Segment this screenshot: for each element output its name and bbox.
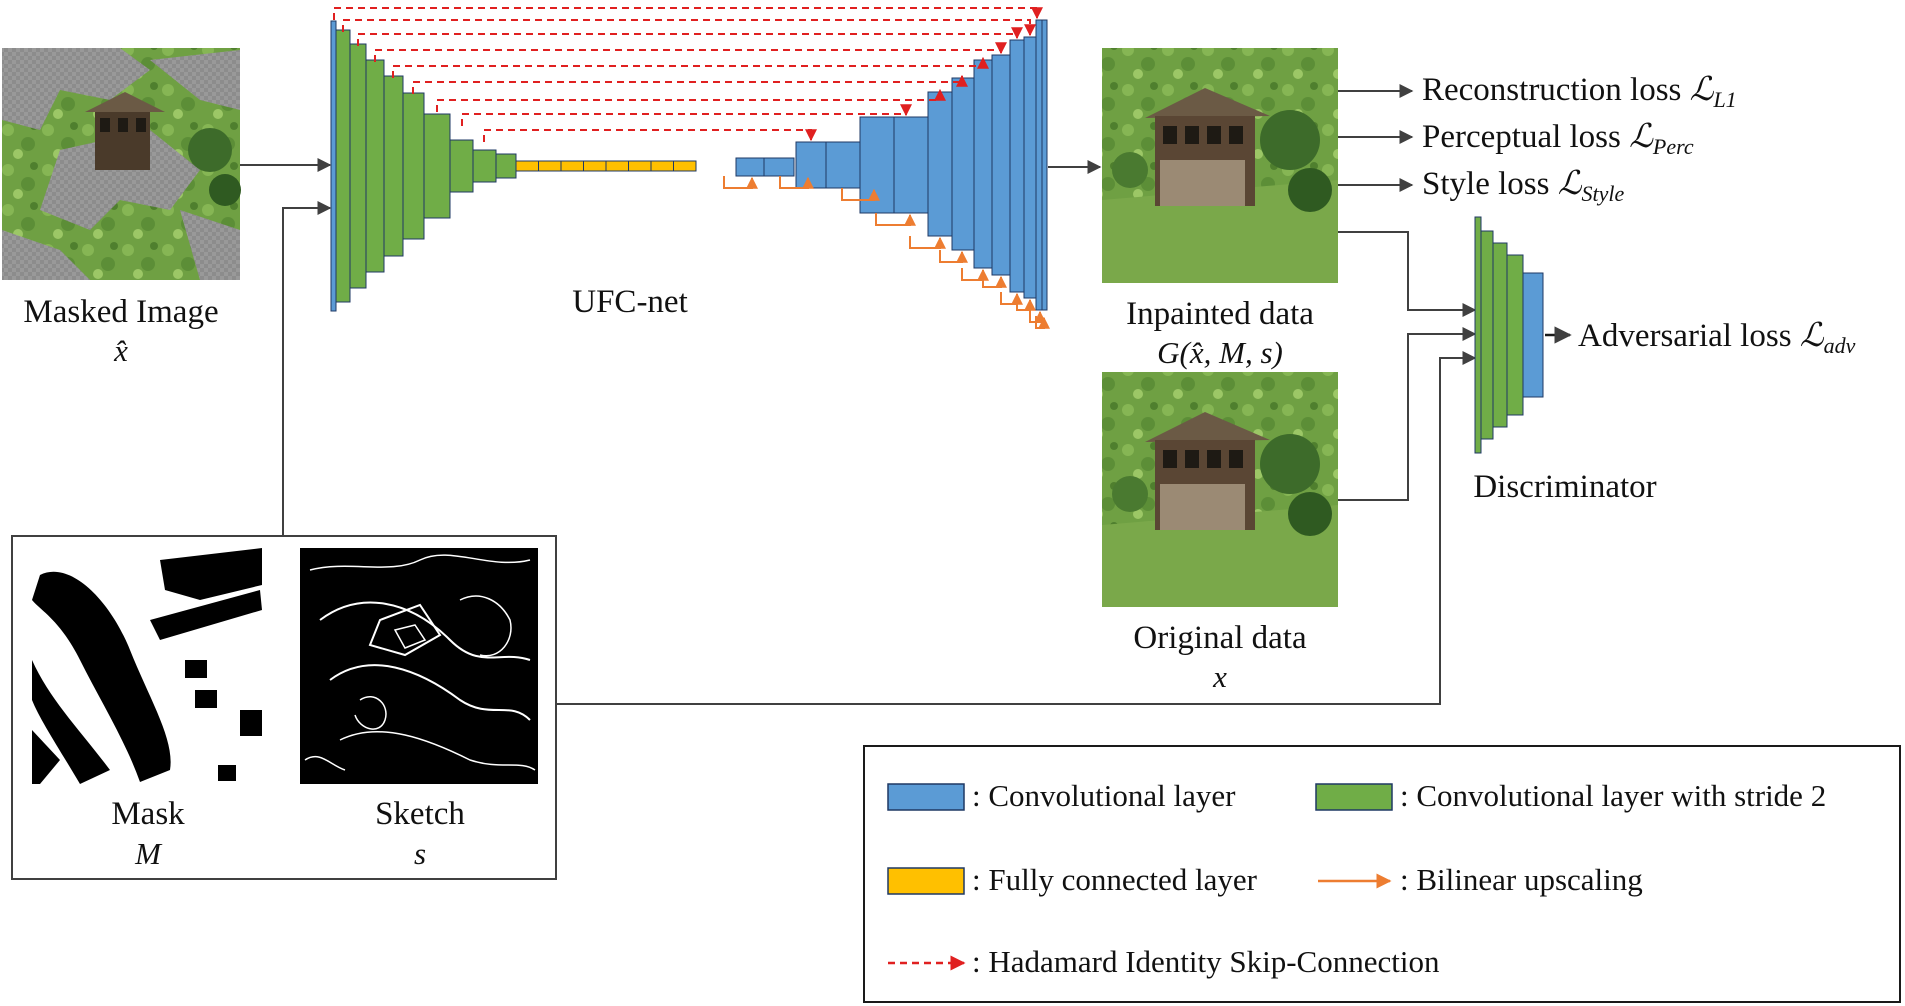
inpainted-symbol: G(x̂, M, s) (1157, 335, 1283, 370)
fully-connected-layer (583, 160, 607, 172)
reconstruction-loss-label: Reconstruction loss ℒL1 (1422, 72, 1737, 112)
encoder-stride2-layer (423, 113, 451, 219)
decoder-conv-layer (927, 91, 953, 237)
encoder-stride2-layer (472, 149, 497, 183)
legend-conv-stride2-swatch (1315, 783, 1393, 811)
inpainted-image (1102, 48, 1338, 283)
legend-skip-label: : Hadamard Identity Skip-Connection (972, 944, 1440, 979)
mask-image (27, 548, 267, 784)
bilinear-upscale-arrow (723, 176, 758, 189)
ufc-net-label: UFC-net (572, 284, 688, 320)
fully-connected-layer (605, 160, 629, 172)
encoder-stride2-layer (402, 92, 425, 240)
bilinear-upscale-arrow (909, 236, 946, 249)
encoder-input-layer (330, 20, 337, 312)
skip-connection-arrow (342, 19, 1036, 37)
fully-connected-layer (515, 160, 539, 172)
bilinear-upscale-arrow (1035, 316, 1050, 329)
perceptual-loss-label: Perceptual loss ℒPerc (1422, 119, 1694, 159)
masked-image-label: Masked Image (23, 294, 218, 330)
encoder-stride2-layer (449, 139, 474, 193)
encoder-stride2-layer (365, 59, 385, 273)
fully-connected-layer (538, 160, 562, 172)
encoder-stride2-layer (383, 75, 404, 257)
discriminator-stride2-layer (1480, 230, 1494, 440)
decoder-conv-layer (859, 116, 895, 214)
decoder-conv-layer (1041, 19, 1048, 311)
bilinear-upscale-arrow (1016, 298, 1036, 311)
masked-image (2, 48, 241, 280)
ufc-net-generator (330, 7, 1050, 329)
bilinear-upscale-arrow (982, 275, 1007, 288)
encoder-stride2-layer (335, 29, 351, 303)
decoder-conv-layer (991, 54, 1011, 276)
decoder-conv-layer (735, 157, 765, 177)
decoder-conv-layer (1035, 19, 1043, 311)
encoder-stride2-layer (495, 153, 517, 179)
bilinear-upscale-arrow (961, 268, 989, 281)
mask-sketch-to-discriminator-line (556, 351, 1477, 705)
skip-connection-arrow (436, 88, 946, 112)
sketch-input-arrow (282, 201, 332, 536)
discriminator-stride2-layer (1492, 242, 1508, 428)
decoder-conv-layer (1009, 39, 1025, 293)
encoder-stride2-layer (349, 43, 367, 289)
mask-symbol: M (134, 836, 163, 871)
discriminator-conv-layer (1522, 272, 1544, 398)
original-label: Original data (1133, 620, 1307, 656)
decoder-conv-layer (973, 59, 993, 269)
skip-connection-arrow (374, 42, 1007, 62)
inpainted-to-discriminator-line (1338, 231, 1477, 317)
discriminator-stride2-layer (1474, 216, 1482, 454)
adversarial-loss-label: Adversarial loss ℒadv (1578, 318, 1856, 358)
discriminator-network (1474, 216, 1544, 454)
skip-connection-arrow (357, 27, 1023, 46)
fully-connected-layer (673, 160, 697, 172)
bilinear-upscale-arrow (875, 213, 916, 226)
fully-connected-layer (650, 160, 674, 172)
style-loss-label: Style loss ℒStyle (1422, 166, 1624, 206)
legend-conv-stride2-label: : Convolutional layer with stride 2 (1400, 778, 1826, 813)
bilinear-upscale-arrow (1000, 292, 1023, 305)
skip-connection-arrow (392, 56, 989, 78)
mask-label: Mask (111, 796, 185, 832)
legend-conv-swatch (887, 783, 965, 811)
fully-connected-layer (628, 160, 652, 172)
skip-connection-arrow (412, 74, 968, 94)
decoder-conv-layer (1023, 36, 1037, 299)
skip-connection-arrow (483, 129, 817, 142)
decoder-conv-layer (795, 141, 827, 189)
skip-connection-arrow (333, 7, 1043, 20)
discriminator-stride2-layer (1506, 254, 1524, 416)
sketch-image (300, 548, 538, 784)
skip-connection-arrow (461, 104, 912, 126)
masked-image-symbol: x̂ (113, 333, 128, 368)
discriminator-label: Discriminator (1473, 469, 1656, 505)
decoder-conv-layer (825, 141, 861, 189)
legend-conv-label: : Convolutional layer (972, 778, 1236, 813)
decoder-conv-layer (763, 157, 795, 177)
decoder-conv-layer (893, 116, 929, 214)
sketch-symbol: s (414, 836, 426, 871)
original-to-discriminator-line (1338, 327, 1477, 501)
bilinear-upscale-arrow (939, 250, 968, 263)
bilinear-upscale-arrow (841, 188, 880, 201)
legend-fc-label: : Fully connected layer (972, 862, 1258, 897)
bilinear-upscale-arrow (779, 176, 814, 189)
fully-connected-layer (560, 160, 584, 172)
legend-bilinear-label: : Bilinear upscaling (1400, 862, 1643, 897)
decoder-conv-layer (951, 77, 975, 251)
original-image (1102, 372, 1338, 607)
original-symbol: x (1212, 659, 1227, 694)
sketch-label: Sketch (375, 796, 465, 832)
legend-fc-swatch (887, 867, 965, 895)
inpainted-label: Inpainted data (1126, 296, 1314, 332)
